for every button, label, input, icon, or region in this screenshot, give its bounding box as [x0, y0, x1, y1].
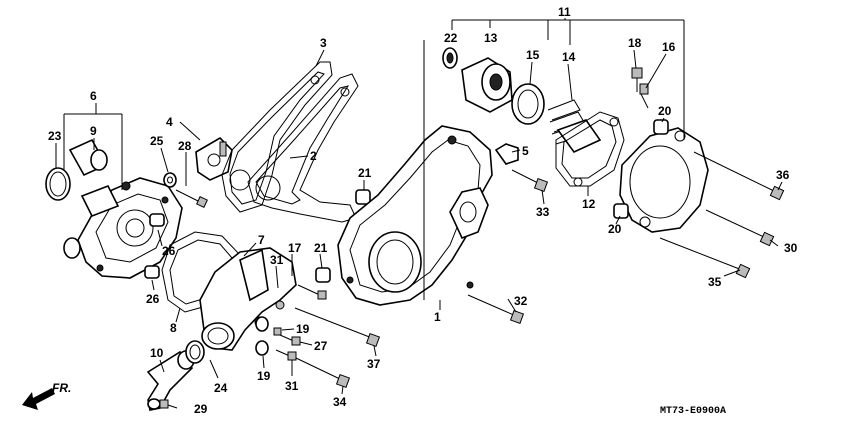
bolt-33 — [511, 169, 549, 193]
part-label-5: 5 — [522, 144, 529, 158]
bolt-30 — [705, 209, 775, 247]
direction-label: FR. — [52, 381, 71, 395]
part-label-35: 35 — [708, 275, 722, 289]
case-cover-1 — [337, 125, 493, 306]
part-label-21-lower: 21 — [314, 241, 328, 255]
part-label-26-lower: 26 — [146, 292, 160, 306]
part-label-8: 8 — [170, 321, 177, 335]
dowel-20-lower — [613, 203, 629, 219]
dowel-21-lower — [315, 267, 331, 283]
part-label-23: 23 — [48, 129, 62, 143]
bolt-28 — [175, 189, 208, 208]
part-label-37: 37 — [367, 357, 381, 371]
part-label-18: 18 — [628, 36, 642, 50]
part-label-14: 14 — [562, 50, 576, 64]
part-label-31-upper: 31 — [270, 253, 284, 267]
bearing-13 — [461, 57, 513, 113]
part-label-20-upper: 20 — [658, 104, 672, 118]
part-label-33: 33 — [536, 205, 550, 219]
dowel-26-upper — [149, 213, 165, 227]
part-label-22: 22 — [444, 31, 458, 45]
part-label-32: 32 — [514, 294, 528, 308]
part-label-1: 1 — [434, 310, 441, 324]
gasket-2 — [247, 73, 359, 223]
o-ring-23 — [45, 167, 71, 201]
part-label-36: 36 — [776, 168, 790, 182]
part-label-16: 16 — [662, 40, 676, 54]
bolt-18 — [631, 67, 643, 92]
leader-lines — [55, 18, 783, 409]
bolt-36 — [693, 151, 785, 201]
bolt-27 — [279, 334, 301, 346]
part-label-15: 15 — [526, 48, 540, 62]
bolt-34 — [295, 357, 351, 389]
part-label-4: 4 — [166, 115, 173, 129]
washer-19-lower — [255, 340, 269, 356]
front-direction-arrow-icon — [22, 388, 55, 410]
gasket-12 — [555, 111, 625, 187]
part-label-21-upper: 21 — [358, 166, 372, 180]
bolt-32 — [467, 294, 525, 325]
water-pump-body — [63, 177, 183, 279]
pump-cover-7 — [199, 247, 297, 351]
grommet-5 — [494, 143, 519, 165]
bracket-4 — [195, 136, 233, 181]
o-ring-24 — [185, 340, 205, 364]
bolt-37 — [294, 307, 381, 348]
dowel-26-lower — [144, 265, 160, 279]
part-label-2: 2 — [310, 149, 317, 163]
gasket-3 — [221, 61, 333, 213]
part-label-24: 24 — [214, 381, 228, 395]
part-label-19-upper: 19 — [296, 322, 310, 336]
part-label-11: 11 — [558, 5, 571, 19]
part-label-6: 6 — [90, 89, 97, 103]
washer-25 — [163, 172, 177, 188]
part-label-12: 12 — [582, 197, 596, 211]
part-label-17: 17 — [288, 241, 302, 255]
pump-shaft-seal — [68, 138, 108, 177]
part-label-27: 27 — [314, 339, 328, 353]
diagram-code: MT73-E0900A — [660, 406, 726, 417]
part-label-20-lower: 20 — [608, 222, 622, 236]
spring-14 — [547, 99, 602, 154]
outer-cover — [619, 127, 709, 233]
part-label-19-lower: 19 — [257, 369, 271, 383]
part-label-7: 7 — [258, 233, 265, 247]
seal-22 — [442, 47, 458, 69]
part-label-13: 13 — [484, 31, 498, 45]
part-label-28: 28 — [178, 139, 192, 153]
part-label-29: 29 — [194, 402, 208, 416]
part-label-9: 9 — [90, 124, 97, 138]
bolt-31-upper — [297, 284, 327, 300]
bolt-35 — [659, 237, 751, 279]
dowel-20-upper — [653, 119, 669, 135]
bolt-16 — [639, 83, 649, 109]
washer-19-upper — [255, 316, 269, 332]
part-label-34: 34 — [333, 395, 347, 409]
part-label-3: 3 — [320, 36, 327, 50]
bolt-19-31-stack — [273, 327, 282, 336]
part-label-30: 30 — [784, 241, 798, 255]
part-label-26-upper: 26 — [162, 244, 176, 258]
bolt-31-lower — [275, 349, 297, 361]
part-label-31-lower: 31 — [285, 379, 299, 393]
part-label-10: 10 — [150, 346, 164, 360]
pump-gasket-8 — [161, 231, 241, 313]
seal-15 — [511, 83, 545, 125]
bolt-29 — [159, 399, 169, 409]
part-label-25: 25 — [150, 134, 164, 148]
dowel-21-upper — [355, 189, 371, 205]
